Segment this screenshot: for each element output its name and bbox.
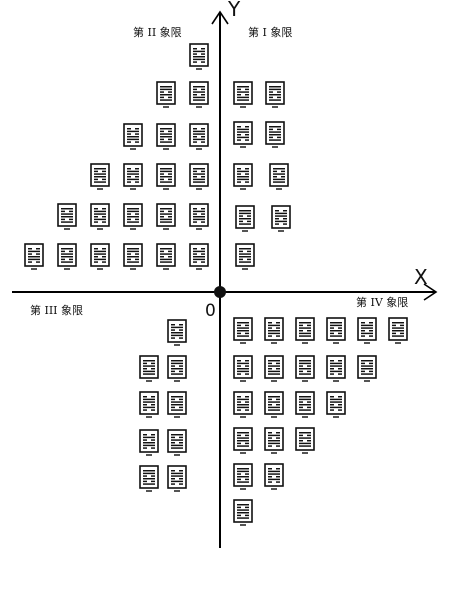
hexagram-symbol (123, 243, 143, 270)
hexagram-symbol (167, 465, 187, 492)
hexagram-symbol (235, 205, 255, 232)
hexagram-symbol (326, 355, 346, 382)
hexagram-symbol (326, 317, 346, 344)
hexagram-symbol (233, 121, 253, 148)
hexagram-symbol (167, 319, 187, 346)
y-axis-arrow (211, 10, 229, 25)
quadrant-3-label: 第 III 象限 (30, 303, 83, 317)
hexagram-symbol (235, 243, 255, 270)
hexagram-symbol (139, 465, 159, 492)
hexagram-symbol (139, 429, 159, 456)
hexagram-symbol (264, 427, 284, 454)
hexagram-symbol (189, 163, 209, 190)
origin-dot (214, 286, 226, 298)
hexagram-symbol (264, 355, 284, 382)
hexagram-symbol (233, 499, 253, 526)
hexagram-symbol (271, 205, 291, 232)
hexagram-symbol (326, 391, 346, 418)
hexagram-symbol (233, 317, 253, 344)
hexagram-symbol (265, 121, 285, 148)
hexagram-symbol (156, 81, 176, 108)
hexagram-symbol (156, 243, 176, 270)
hexagram-symbol (24, 243, 44, 270)
quadrant-1-label: 第 I 象限 (248, 25, 292, 39)
hexagram-symbol (233, 163, 253, 190)
origin-label: 0 (205, 301, 216, 321)
hexagram-symbol (357, 355, 377, 382)
hexagram-symbol (233, 391, 253, 418)
hexagram-symbol (167, 355, 187, 382)
hexagram-symbol (167, 391, 187, 418)
hexagram-symbol (264, 463, 284, 490)
hexagram-symbol (156, 163, 176, 190)
hexagram-symbol (189, 243, 209, 270)
hexagram-symbol (90, 163, 110, 190)
hexagram-symbol (357, 317, 377, 344)
hexagram-symbol (123, 163, 143, 190)
y-axis-label: Y (227, 0, 241, 21)
quadrant-4-label: 第 IV 象限 (356, 295, 408, 309)
hexagram-symbol (233, 463, 253, 490)
hexagram-group (24, 43, 408, 526)
hexagram-symbol (189, 43, 209, 70)
hexagram-symbol (295, 391, 315, 418)
hexagram-symbol (233, 355, 253, 382)
hexagram-symbol (388, 317, 408, 344)
hexagram-symbol (167, 429, 187, 456)
hexagram-symbol (295, 427, 315, 454)
hexagram-symbol (264, 391, 284, 418)
hexagram-symbol (123, 123, 143, 150)
hexagram-symbol (123, 203, 143, 230)
hexagram-symbol (90, 243, 110, 270)
x-axis-label: X (414, 265, 428, 289)
hexagram-symbol (156, 203, 176, 230)
hexagram-symbol (295, 355, 315, 382)
hexagram-symbol (156, 123, 176, 150)
hexagram-symbol (139, 355, 159, 382)
hexagram-symbol (269, 163, 289, 190)
hexagram-symbol (189, 81, 209, 108)
hexagram-symbol (90, 203, 110, 230)
hexagram-symbol (265, 81, 285, 108)
hexagram-symbol (264, 317, 284, 344)
quadrant-2-label: 第 II 象限 (133, 25, 182, 39)
hexagram-symbol (189, 203, 209, 230)
hexagram-symbol (57, 203, 77, 230)
hexagram-symbol (295, 317, 315, 344)
hexagram-symbol (189, 123, 209, 150)
hexagram-symbol (139, 391, 159, 418)
x-axis-arrow (423, 283, 438, 301)
hexagram-symbol (233, 81, 253, 108)
hexagram-symbol (233, 427, 253, 454)
hexagram-symbol (57, 243, 77, 270)
